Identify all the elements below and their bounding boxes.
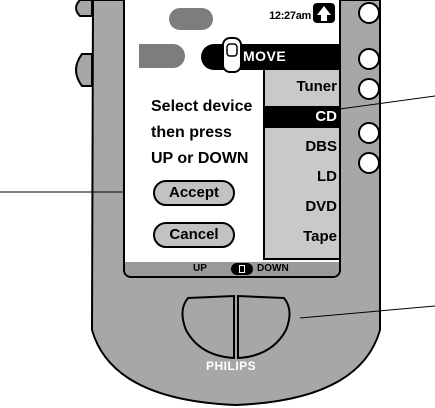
- top-pill-button[interactable]: [169, 8, 213, 30]
- device-list: Tuner CD DBS LD DVD Tape: [263, 70, 341, 260]
- up-arrow-icon[interactable]: [313, 3, 335, 23]
- list-item-ld[interactable]: LD: [317, 168, 337, 185]
- footer-bar: UP DOWN: [125, 262, 341, 276]
- clock-time: 12:27am: [269, 10, 311, 22]
- list-item-tape[interactable]: Tape: [303, 228, 337, 245]
- list-item-dvd[interactable]: DVD: [305, 198, 337, 215]
- mode-label: MOVE: [243, 48, 286, 64]
- instruction-line-3: UP or DOWN: [151, 146, 252, 172]
- footer-down-label: DOWN: [257, 263, 289, 274]
- side-button-4[interactable]: [358, 122, 380, 144]
- touch-screen: 12:27am MOVE Tuner CD DBS LD DVD Tape Se…: [123, 0, 341, 278]
- side-button-5[interactable]: [358, 152, 380, 174]
- footer-up-label: UP: [193, 263, 207, 274]
- list-item-tuner[interactable]: Tuner: [296, 78, 337, 95]
- page-icon[interactable]: [231, 263, 253, 275]
- accept-button[interactable]: Accept: [153, 180, 235, 206]
- instruction-line-2: then press: [151, 120, 252, 146]
- brand-logo: PHILIPS: [206, 359, 256, 373]
- side-button-2[interactable]: [358, 48, 380, 70]
- side-button-1[interactable]: [358, 2, 380, 24]
- instruction-text: Select device then press UP or DOWN: [151, 94, 252, 172]
- instruction-line-1: Select device: [151, 94, 252, 120]
- cancel-button[interactable]: Cancel: [153, 222, 235, 248]
- hand-icon: [221, 36, 243, 74]
- left-pill-button[interactable]: [139, 44, 185, 68]
- list-item-dbs[interactable]: DBS: [305, 138, 337, 155]
- list-item-cd-selected[interactable]: CD: [265, 106, 341, 128]
- side-button-3[interactable]: [358, 78, 380, 100]
